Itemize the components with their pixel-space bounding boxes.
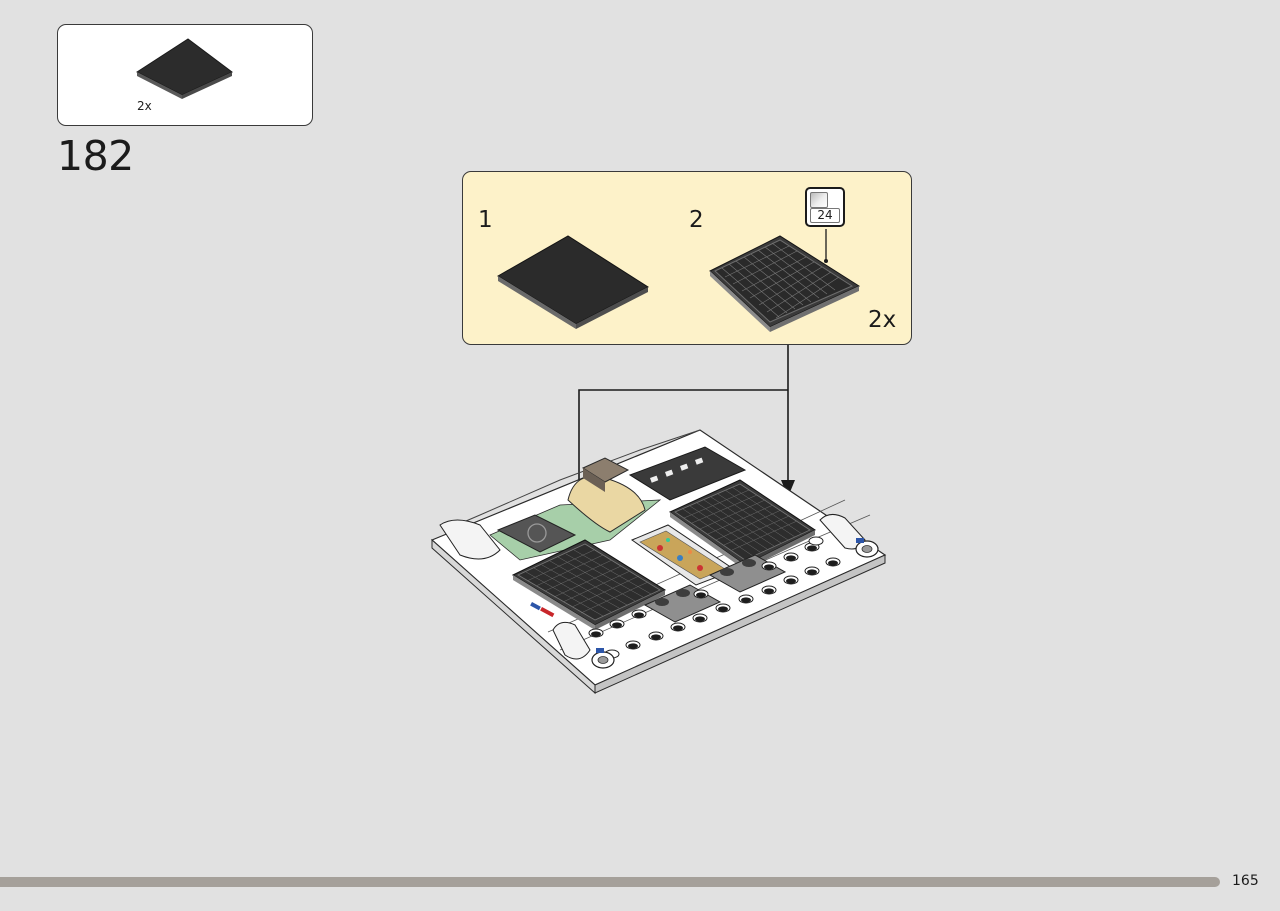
sticker-number: 24 — [810, 208, 840, 223]
step-number: 182 — [57, 132, 134, 180]
sub-assembly-quantity: 2x — [868, 307, 897, 333]
sub-assembly-parts-art — [497, 229, 861, 332]
sub-step-1-number: 1 — [478, 207, 493, 233]
ring-holes — [597, 545, 873, 664]
black-tile-icon — [136, 38, 233, 99]
gridded-tile-icon — [709, 235, 861, 332]
emblem-tile — [496, 514, 577, 553]
sub-assembly-panel: 1 2 — [462, 171, 912, 345]
page-number: 165 — [1232, 873, 1259, 889]
page-progress-bar — [0, 877, 1220, 887]
grid-tile-left — [511, 539, 667, 630]
white-side-cylinders — [439, 514, 866, 660]
tan-curved-slope — [567, 457, 646, 533]
sticker-reference-tag: 24 — [805, 187, 845, 227]
sticker-icon — [810, 192, 828, 208]
parts-quantity: 2x — [137, 99, 152, 113]
sub-step-2-number: 2 — [689, 207, 704, 233]
dark-studs — [591, 545, 838, 649]
plain-tile-icon — [497, 235, 650, 329]
white-rings — [591, 540, 879, 669]
parts-list-callout: 2x — [57, 24, 313, 126]
printed-panel-back — [628, 446, 747, 501]
grid-tile-right — [669, 479, 816, 570]
arrow-head-right — [781, 480, 795, 497]
accent-pieces — [530, 538, 864, 653]
